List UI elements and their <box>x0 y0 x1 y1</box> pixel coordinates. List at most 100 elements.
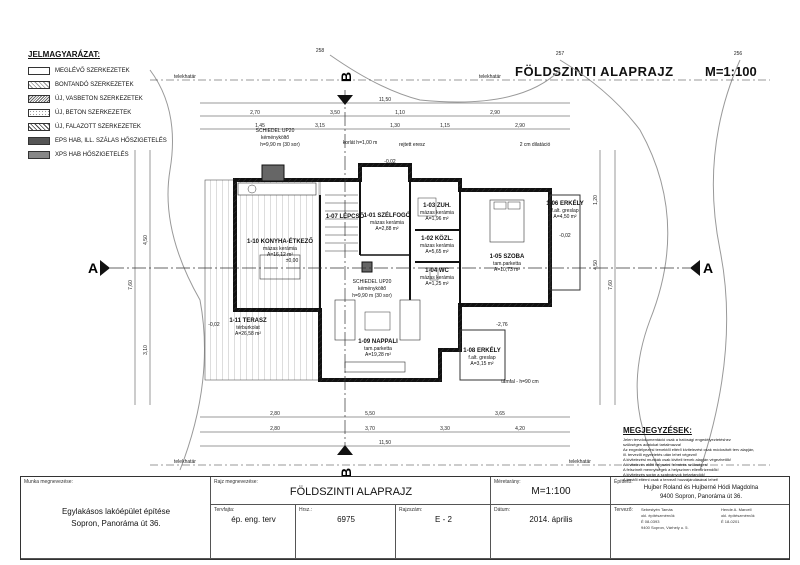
note-line: Az engedélyezési tervektől eltérő kivite… <box>623 447 755 452</box>
room-label: 1-04 WC <box>425 268 449 274</box>
contour-label: 258 <box>316 48 325 54</box>
dim-text: 4,50 <box>143 235 149 245</box>
dining-table <box>259 254 301 280</box>
room-floor: térburkolat <box>236 325 260 331</box>
coffee-table <box>364 311 391 331</box>
room-label: 1-02 KÖZL. <box>421 235 453 242</box>
sheet-number-label: Rajzszám: <box>399 507 423 513</box>
room-floor: mázas kerámia <box>263 246 297 252</box>
room-floor: mázas kerámia <box>370 220 404 226</box>
dim-text: 4,20 <box>515 426 525 432</box>
pillow <box>507 201 521 210</box>
room-label: 1-03 ZUH. <box>423 203 451 209</box>
terrace <box>204 179 321 381</box>
drawing-name-cell: Rajz megnevezése: FÖLDSZINTI ALAPRAJZ <box>211 477 491 505</box>
contour-line <box>699 59 741 471</box>
dim-text: 1,20 <box>593 195 599 205</box>
note-line: ill. tervezői egyeztetés után lehet vége… <box>623 452 698 457</box>
scale-value: M=1:100 <box>531 486 571 497</box>
level-mark: -0,02 <box>384 159 396 165</box>
chimney-note: kéményköltő <box>261 135 289 141</box>
legend-item: EPS HAB, ILL. SZÁLAS HŐSZIGETELÉS <box>28 135 188 147</box>
note-line: A tervtől eltérni csak a tervező hozzájá… <box>623 477 719 482</box>
legend-swatch <box>28 109 50 117</box>
sofa <box>399 299 421 341</box>
chimney-note: h=9,90 m (30 sor) <box>352 293 392 299</box>
plan-type-cell: Tervfajta: ép. eng. terv <box>211 505 296 559</box>
legend-swatch <box>28 81 50 89</box>
room-area: A=3,15 m² <box>470 361 494 367</box>
legend-item: ÚJ, BETON SZERKEZETEK <box>28 107 188 119</box>
scale-cell: Méretarány: M=1:100 <box>491 477 611 505</box>
dim-text: 2,70 <box>250 110 260 116</box>
contour-label: 257 <box>556 51 565 57</box>
dim-text: 3,10 <box>143 345 149 355</box>
room-area: A=1,25 m² <box>425 281 449 287</box>
kitchen-counter <box>237 182 317 196</box>
dim-text: 3,65 <box>495 411 505 417</box>
plan-type: ép. eng. terv <box>231 515 276 524</box>
room-label: 1-09 NAPPALI <box>358 339 398 345</box>
chimney-note: h=9,90 m (30 sor) <box>260 142 300 148</box>
designer1-address: 9400 Sopron, Várhely u. 5. <box>641 525 689 530</box>
section-arrow-icon <box>337 445 353 455</box>
client-label: Építtető: <box>614 479 633 485</box>
dim-text: 3,15 <box>315 123 325 129</box>
room-area: A=4,50 m² <box>553 214 577 220</box>
pillow <box>493 201 507 210</box>
level-mark: ±0,00 <box>286 258 299 264</box>
designer1-title: okl. építészmérnök <box>641 513 675 518</box>
dim-text: 1,15 <box>440 123 450 129</box>
dim-text: 7,60 <box>128 280 134 290</box>
chimney-note: kéményköltő <box>358 286 386 292</box>
dim-text: 2,80 <box>270 426 280 432</box>
sink <box>247 184 257 194</box>
legend-item: ÚJ, FALAZOTT SZERKEZETEK <box>28 121 188 133</box>
legend: JELMAGYARÁZAT: MEGLÉVŐ SZERKEZETEK BONTA… <box>28 50 188 163</box>
railing-note: korlát h=1,00 m <box>343 140 378 146</box>
contour-line <box>329 54 561 103</box>
dim-text: 2,90 <box>515 123 525 129</box>
dim-text: 5,50 <box>365 411 375 417</box>
date-value: 2014. április <box>529 515 573 524</box>
notes-title: MEGJEGYZÉSEK: <box>623 426 692 435</box>
date-label: Dátum: <box>494 507 511 513</box>
legend-swatch <box>28 151 50 159</box>
dim-text: 1,10 <box>395 110 405 116</box>
dim-text: 11,50 <box>379 97 391 103</box>
designer-label: Tervező: <box>614 507 633 513</box>
room-label: 1-08 ERKÉLY <box>463 346 500 354</box>
client-cell: Építtető: Hujber Roland és Hujberné Hódi… <box>611 477 789 505</box>
legend-label: BONTANDÓ SZERKEZETEK <box>55 82 134 88</box>
client-address: 9400 Sopron, Panoráma út 36. <box>659 494 743 500</box>
contour-line <box>149 69 205 471</box>
designer2-number: É 18-0201 <box>721 519 740 524</box>
property-line-label: telekhatár <box>569 459 591 465</box>
parcel-cell: Hrsz.: 6975 <box>296 505 396 559</box>
room-floor: f.alt. greslap <box>551 208 578 214</box>
section-label: B <box>338 72 354 82</box>
room-label: 1-10 KONYHA-ÉTKEZŐ <box>247 237 313 245</box>
note-line: A kivitelezés előtt helyszíni felmérés s… <box>623 462 708 467</box>
sheet-number: E - 2 <box>435 515 452 524</box>
room-area: A=1,96 m² <box>425 216 449 222</box>
plan-type-label: Tervfajta: <box>214 507 235 513</box>
project-address: Sopron, Panoráma út 36. <box>71 519 161 528</box>
balcony <box>459 329 506 381</box>
room-floor: f.alt. greslap <box>468 355 495 361</box>
section-label: B <box>338 468 354 476</box>
level-mark: -0,02 <box>559 233 571 239</box>
staircase <box>325 194 358 252</box>
note-line: szükséges adatokat tartalmazza! <box>623 442 682 447</box>
dim-text: 7,60 <box>608 280 614 290</box>
room-label: 1-01 SZÉLFOGÓ <box>364 211 411 219</box>
dim-text: 11,50 <box>379 440 391 446</box>
chimney-note: SCHIEDEL UP20 <box>256 128 295 134</box>
legend-swatch <box>28 123 50 131</box>
legend-label: ÚJ, VASBETON SZERKEZETEK <box>55 96 143 102</box>
contour-line <box>559 59 669 471</box>
dim-text: 3,70 <box>365 426 375 432</box>
property-line-label: telekhatár <box>174 74 196 80</box>
legend-swatch <box>28 95 50 103</box>
shower <box>417 197 437 217</box>
